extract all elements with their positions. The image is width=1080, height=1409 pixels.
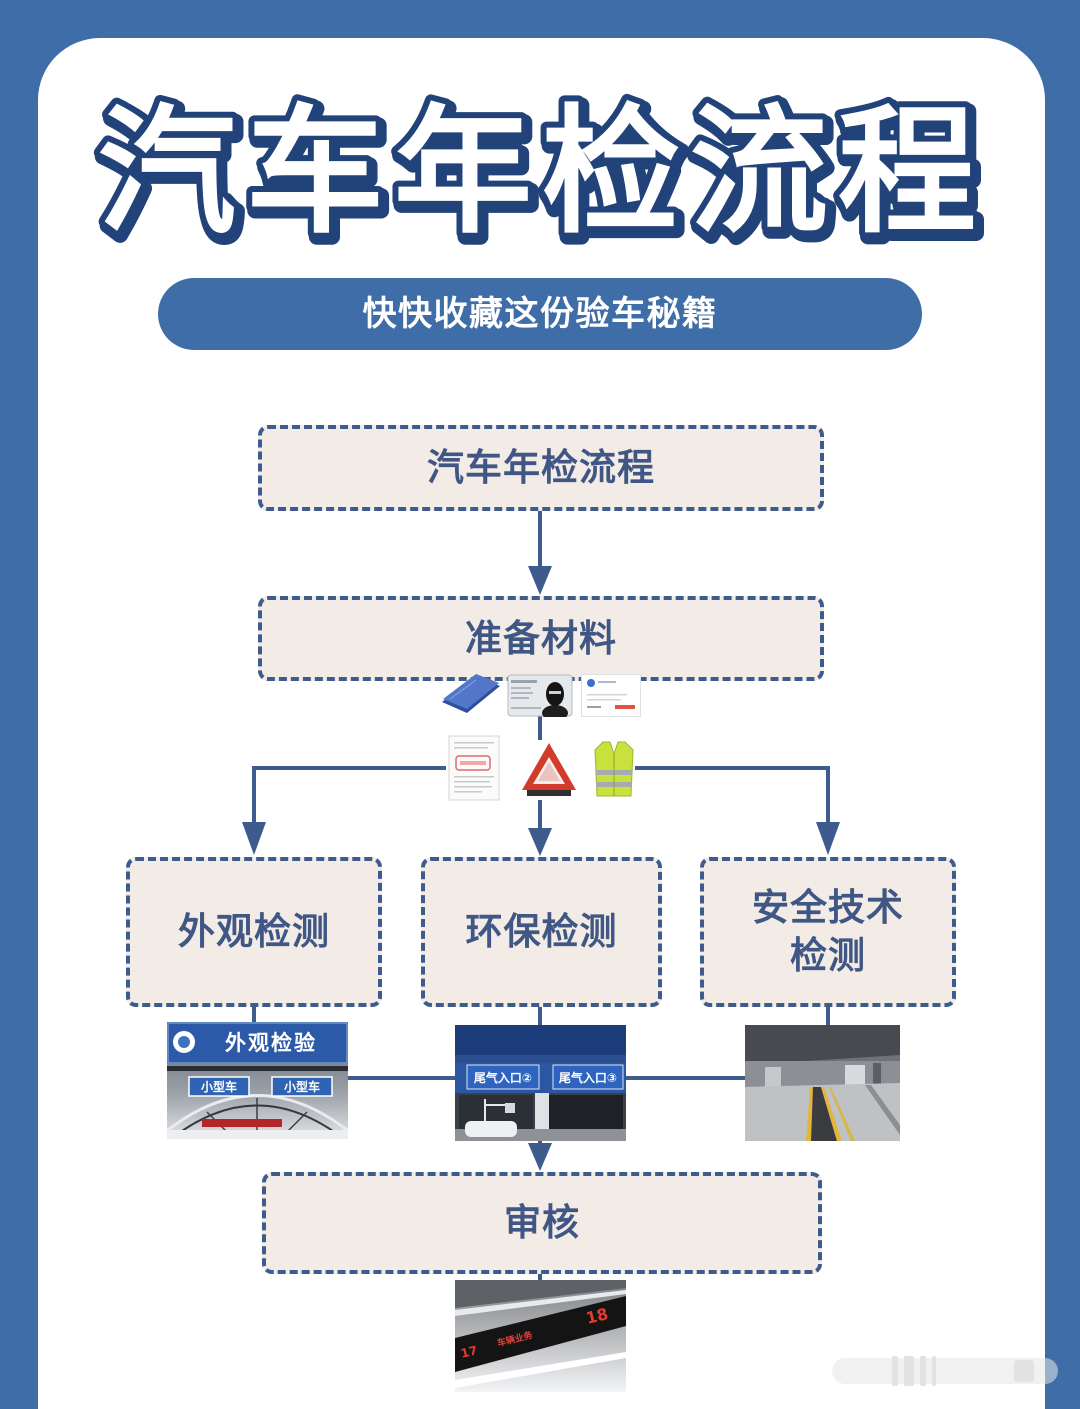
safety-inspection-photo [745, 1025, 900, 1141]
id-card-icon [507, 674, 573, 717]
step-materials-label: 准备材料 [465, 615, 617, 663]
connector-start-to-materials [528, 510, 552, 595]
step-safety-label-line2: 检测 [790, 932, 866, 980]
insurance-document-icon [446, 734, 502, 802]
review-hall-photo: 18 17 车辆业务 [455, 1280, 626, 1392]
emission-inspection-photo: 尾气入口② 尾气入口③ [455, 1025, 626, 1141]
appearance-banner-text: 外观检验 [225, 1031, 317, 1055]
booklet-shape [442, 674, 500, 713]
certificate-card-icon [581, 674, 641, 717]
watermark-mark [832, 1356, 1058, 1386]
watermark [832, 1352, 1058, 1390]
certificate-card-shape [582, 675, 641, 717]
step-appearance-box: 外观检测 [126, 857, 382, 1007]
vehicle-license-booklet-icon [440, 671, 502, 715]
id-card-shape [508, 675, 572, 717]
review-hall-scene [455, 1280, 626, 1392]
step-safety-box: 安全技术 检测 [700, 857, 956, 1007]
step-start-label: 汽车年检流程 [427, 444, 655, 492]
step-review-label: 审核 [504, 1199, 580, 1247]
step-emission-label: 环保检测 [466, 908, 618, 956]
step-materials-box: 准备材料 [258, 596, 824, 681]
inspection-station-logo [172, 1030, 196, 1054]
step-emission-box: 环保检测 [421, 857, 662, 1007]
appearance-inspection-photo: 外观检验 小型车 小型车 [167, 1022, 348, 1139]
insurance-document-shape [446, 734, 502, 802]
step-start-box: 汽车年检流程 [258, 425, 824, 511]
step-review-box: 审核 [262, 1172, 822, 1274]
lane-sign-text-1: 小型车 [201, 1079, 237, 1094]
emission-sign-text-1: 尾气入口② [474, 1070, 532, 1085]
warning-triangle-shape [519, 740, 579, 800]
step-safety-label-line1: 安全技术 [752, 884, 904, 932]
reflective-vest-icon [593, 740, 635, 798]
safety-photo-scene [745, 1025, 900, 1141]
lane-sign-text-2: 小型车 [284, 1079, 320, 1094]
reflective-vest-shape [593, 740, 635, 798]
warning-triangle-icon [519, 740, 579, 800]
step-appearance-label: 外观检测 [178, 908, 330, 956]
emission-sign-text-2: 尾气入口③ [559, 1070, 617, 1085]
